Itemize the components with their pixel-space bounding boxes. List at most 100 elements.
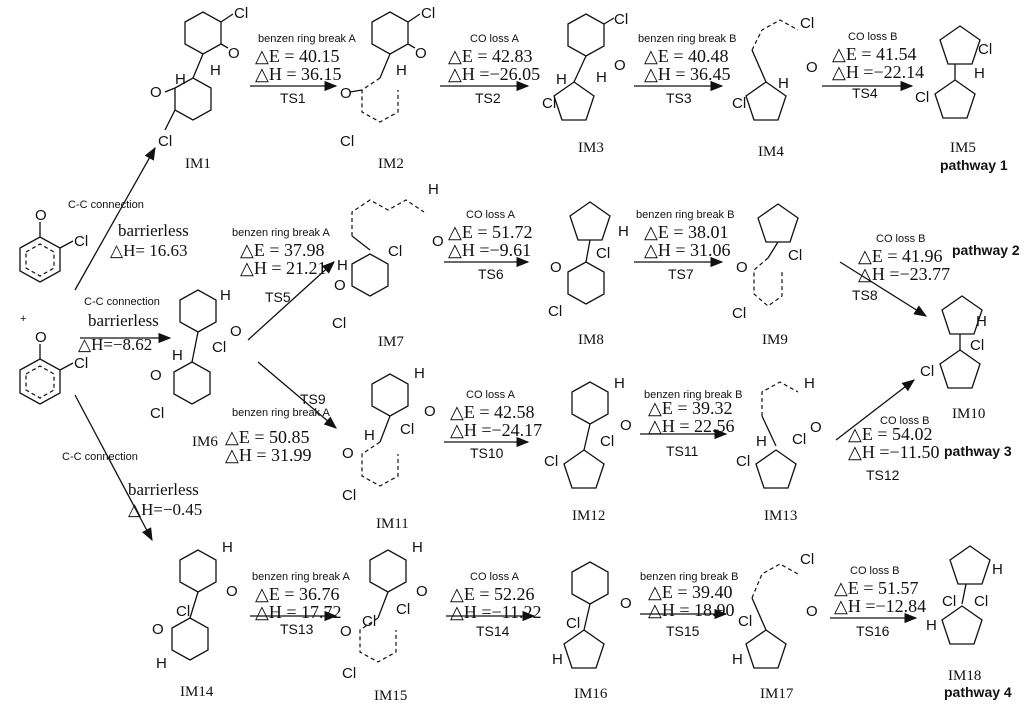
svg-text:Cl: Cl bbox=[342, 487, 356, 504]
ts9-type: benzen ring break A bbox=[232, 407, 331, 419]
connection-2-dh: △H=−8.62 bbox=[78, 335, 152, 354]
svg-text:H: H bbox=[926, 617, 937, 634]
svg-text:Cl: Cl bbox=[800, 15, 814, 32]
im7-structure: H O Cl H O Cl bbox=[332, 181, 444, 332]
ts5-dh: △H = 21.21 bbox=[240, 258, 327, 278]
ts11-de: △E = 39.32 bbox=[648, 398, 733, 418]
svg-text:H: H bbox=[552, 651, 563, 668]
reactant-chlorophenoxy-1: O Cl bbox=[19, 207, 88, 283]
label-im11: IM11 bbox=[376, 516, 409, 532]
im17-structure: Cl O Cl H bbox=[732, 551, 818, 669]
ts1-dh: △H = 36.15 bbox=[255, 64, 342, 84]
ts10-dh: △H =−24.17 bbox=[450, 420, 542, 440]
ts14-label: TS14 bbox=[476, 623, 510, 639]
ts5-type: benzen ring break A bbox=[232, 227, 331, 239]
ts8-de: △E = 41.96 bbox=[858, 246, 943, 266]
svg-text:O: O bbox=[150, 84, 162, 101]
ts8-dh: △H =−23.77 bbox=[858, 264, 950, 284]
svg-text:Cl: Cl bbox=[176, 603, 190, 620]
svg-text:Cl: Cl bbox=[74, 233, 88, 250]
arrow-ts8 bbox=[839, 261, 928, 317]
ts14-type: CO loss A bbox=[470, 571, 520, 583]
label-im2: IM2 bbox=[378, 156, 404, 172]
svg-text:H: H bbox=[974, 65, 985, 82]
svg-text:H: H bbox=[428, 181, 439, 198]
svg-text:Cl: Cl bbox=[74, 355, 88, 372]
svg-text:H: H bbox=[337, 257, 348, 274]
svg-text:Cl: Cl bbox=[614, 11, 628, 28]
ts1-type: benzen ring break A bbox=[258, 33, 357, 45]
ts1-label: TS1 bbox=[280, 90, 306, 106]
im10-structure: H Cl Cl bbox=[920, 295, 987, 389]
svg-text:Cl: Cl bbox=[396, 601, 410, 618]
svg-text:Cl: Cl bbox=[332, 315, 346, 332]
ts6-label: TS6 bbox=[478, 266, 504, 282]
ts7-dh: △H = 31.06 bbox=[644, 240, 731, 260]
connection-2-label: C-C connection bbox=[84, 296, 160, 308]
svg-text:Cl: Cl bbox=[400, 421, 414, 438]
svg-text:H: H bbox=[618, 223, 629, 240]
svg-text:H: H bbox=[556, 71, 567, 88]
svg-text:O: O bbox=[810, 419, 822, 436]
svg-text:O: O bbox=[342, 445, 354, 462]
svg-text:H: H bbox=[778, 75, 789, 92]
svg-text:O: O bbox=[150, 367, 162, 384]
svg-text:H: H bbox=[414, 365, 425, 382]
im2-structure: Cl O H O Cl bbox=[340, 5, 435, 150]
im13-structure: H O Cl Cl H bbox=[736, 375, 822, 489]
im4-structure: Cl O H Cl bbox=[732, 15, 818, 121]
svg-text:H: H bbox=[222, 539, 233, 556]
svg-text:H: H bbox=[732, 651, 743, 668]
svg-text:H: H bbox=[992, 561, 1003, 578]
ts4-de: △E = 41.54 bbox=[832, 44, 917, 64]
im12-structure: H O Cl Cl bbox=[544, 375, 632, 489]
im16-structure: O Cl H bbox=[552, 561, 632, 669]
svg-text:O: O bbox=[340, 623, 352, 640]
svg-text:O: O bbox=[340, 85, 352, 102]
connection-1-barrier: barrierless bbox=[118, 221, 189, 240]
svg-text:Cl: Cl bbox=[738, 613, 752, 630]
label-pathway-2: pathway 2 bbox=[952, 242, 1020, 258]
svg-text:Cl: Cl bbox=[342, 665, 356, 682]
svg-text:Cl: Cl bbox=[566, 615, 580, 632]
ts6-dh: △H =−9.61 bbox=[448, 240, 531, 260]
ts4-dh: △H =−22.14 bbox=[832, 62, 924, 82]
ts7-type: benzen ring break B bbox=[636, 209, 734, 221]
connection-1-dh: △H= 16.63 bbox=[110, 241, 187, 260]
svg-text:Cl: Cl bbox=[234, 5, 248, 22]
connection-3-label: C-C connection bbox=[62, 451, 138, 463]
svg-text:H: H bbox=[756, 433, 767, 450]
im1-structure: Cl O H H O Cl bbox=[150, 5, 248, 150]
ts12-type: CO loss B bbox=[880, 415, 930, 427]
ts9-label: TS9 bbox=[300, 391, 326, 407]
label-im17: IM17 bbox=[760, 686, 794, 702]
ts15-type: benzen ring break B bbox=[640, 571, 738, 583]
ts7-de: △E = 38.01 bbox=[644, 222, 729, 242]
arrow-ts12 bbox=[835, 379, 916, 441]
svg-text:Cl: Cl bbox=[542, 95, 556, 112]
svg-text:H: H bbox=[220, 287, 231, 304]
label-im12: IM12 bbox=[572, 508, 605, 524]
arrow-connection-1 bbox=[74, 146, 156, 291]
arrow-connection-3 bbox=[74, 394, 153, 542]
ts13-type: benzen ring break A bbox=[252, 571, 351, 583]
ts6-de: △E = 51.72 bbox=[448, 222, 533, 242]
ts16-label: TS16 bbox=[856, 623, 890, 639]
svg-text:Cl: Cl bbox=[421, 5, 435, 22]
svg-text:Cl: Cl bbox=[915, 89, 929, 106]
ts1-de: △E = 40.15 bbox=[255, 46, 340, 66]
label-im16: IM16 bbox=[574, 686, 608, 702]
ts16-type: CO loss B bbox=[850, 565, 900, 577]
label-pathway-3: pathway 3 bbox=[944, 443, 1012, 459]
arrow-ts9 bbox=[257, 361, 337, 429]
svg-text:O: O bbox=[806, 59, 818, 76]
svg-text:O: O bbox=[416, 583, 428, 600]
svg-text:O: O bbox=[230, 323, 242, 340]
svg-text:Cl: Cl bbox=[792, 431, 806, 448]
ts11-type: benzen ring break B bbox=[644, 389, 742, 401]
svg-text:Cl: Cl bbox=[150, 405, 164, 422]
svg-text:Cl: Cl bbox=[736, 453, 750, 470]
ts10-label: TS10 bbox=[470, 445, 504, 461]
svg-text:H: H bbox=[396, 62, 407, 79]
